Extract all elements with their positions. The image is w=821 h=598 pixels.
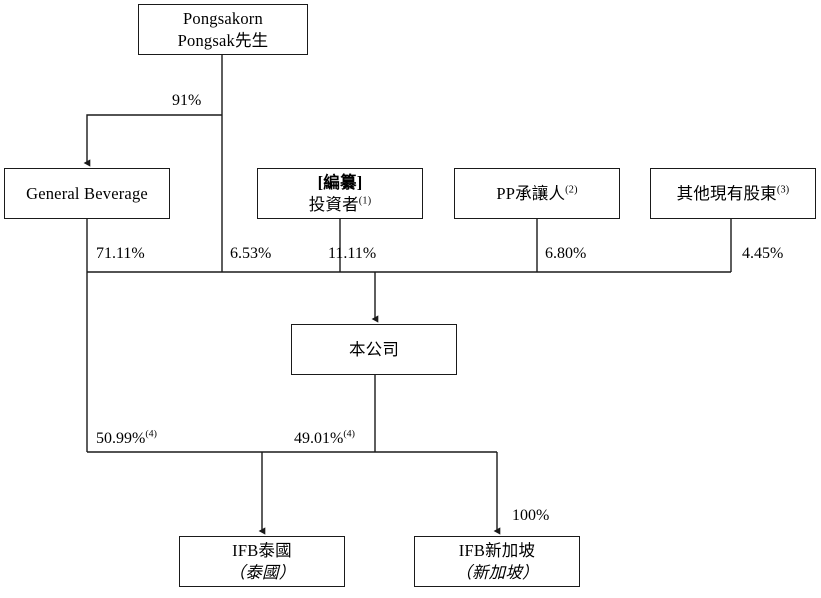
edge-label-11-11-percent: 11.11%	[328, 246, 376, 262]
node-investor-line-2: 投資者(1)	[309, 194, 372, 215]
edge-label-100-percent: 100%	[512, 508, 549, 524]
edge-label-4-45-percent-text: 4.45%	[742, 245, 784, 262]
node-general-beverage-label: General Beverage	[26, 183, 148, 203]
node-the-company-label: 本公司	[348, 339, 400, 359]
edge-label-91-percent-text: 91%	[172, 92, 202, 109]
edge-label-71-11-percent: 71.11%	[96, 246, 145, 262]
node-investor-footnote: (1)	[358, 195, 372, 206]
node-pp-transferee-label: PP承讓人	[496, 183, 566, 203]
node-ifb-singapore-line-1: IFB新加坡	[458, 541, 536, 561]
node-general-beverage: General Beverage	[4, 168, 170, 219]
edge-label-50-99-percent-footnote: (4)	[145, 428, 157, 440]
node-other-shareholders-line: 其他現有股東(3)	[677, 183, 790, 204]
node-other-shareholders-footnote: (3)	[776, 184, 790, 196]
node-ifb-thailand: IFB泰國 （泰國）	[179, 536, 345, 587]
node-ifb-singapore: IFB新加坡 （新加坡）	[414, 536, 580, 587]
node-ifb-thailand-line-1: IFB泰國	[232, 541, 292, 561]
node-pp-transferee: PP承讓人(2)	[454, 168, 620, 219]
node-pongsakorn: Pongsakorn Pongsak先生	[138, 4, 308, 55]
node-pongsakorn-line-1: Pongsakorn	[183, 9, 263, 29]
node-investor: [編纂] 投資者(1)	[257, 168, 423, 219]
node-other-shareholders: 其他現有股東(3)	[650, 168, 816, 219]
edge-label-50-99-percent: 50.99%(4)	[96, 428, 157, 447]
node-the-company: 本公司	[291, 324, 457, 375]
edge-label-100-percent-text: 100%	[512, 507, 550, 524]
edge-label-91-percent: 91%	[172, 93, 201, 109]
node-investor-line-1: [編纂]	[317, 173, 363, 193]
edge-label-49-01-percent-footnote: (4)	[343, 428, 355, 440]
edge-label-49-01-percent-text: 49.01%	[294, 430, 344, 447]
edge-label-6-53-percent-text: 6.53%	[230, 245, 272, 262]
node-ifb-thailand-line-2: （泰國）	[228, 562, 296, 582]
edge-label-6-80-percent-text: 6.80%	[545, 245, 587, 262]
edge-pongsakorn-to-general-beverage	[83, 114, 222, 167]
edge-label-6-53-percent: 6.53%	[230, 246, 271, 262]
node-other-shareholders-label: 其他現有股東	[676, 183, 777, 203]
edge-label-50-99-percent-text: 50.99%	[96, 430, 146, 447]
edge-label-4-45-percent: 4.45%	[742, 246, 783, 262]
node-pp-transferee-footnote: (2)	[565, 184, 578, 196]
node-pp-transferee-line: PP承讓人(2)	[496, 183, 577, 204]
node-ifb-singapore-line-2: （新加坡）	[455, 562, 539, 582]
node-investor-label: 投資者	[308, 194, 359, 214]
edge-label-6-80-percent: 6.80%	[545, 246, 586, 262]
edge-label-11-11-percent-text: 11.11%	[328, 245, 377, 262]
edge-label-49-01-percent: 49.01%(4)	[294, 428, 355, 447]
edge-label-71-11-percent-text: 71.11%	[96, 245, 145, 262]
node-pongsakorn-line-2: Pongsak先生	[177, 30, 269, 50]
